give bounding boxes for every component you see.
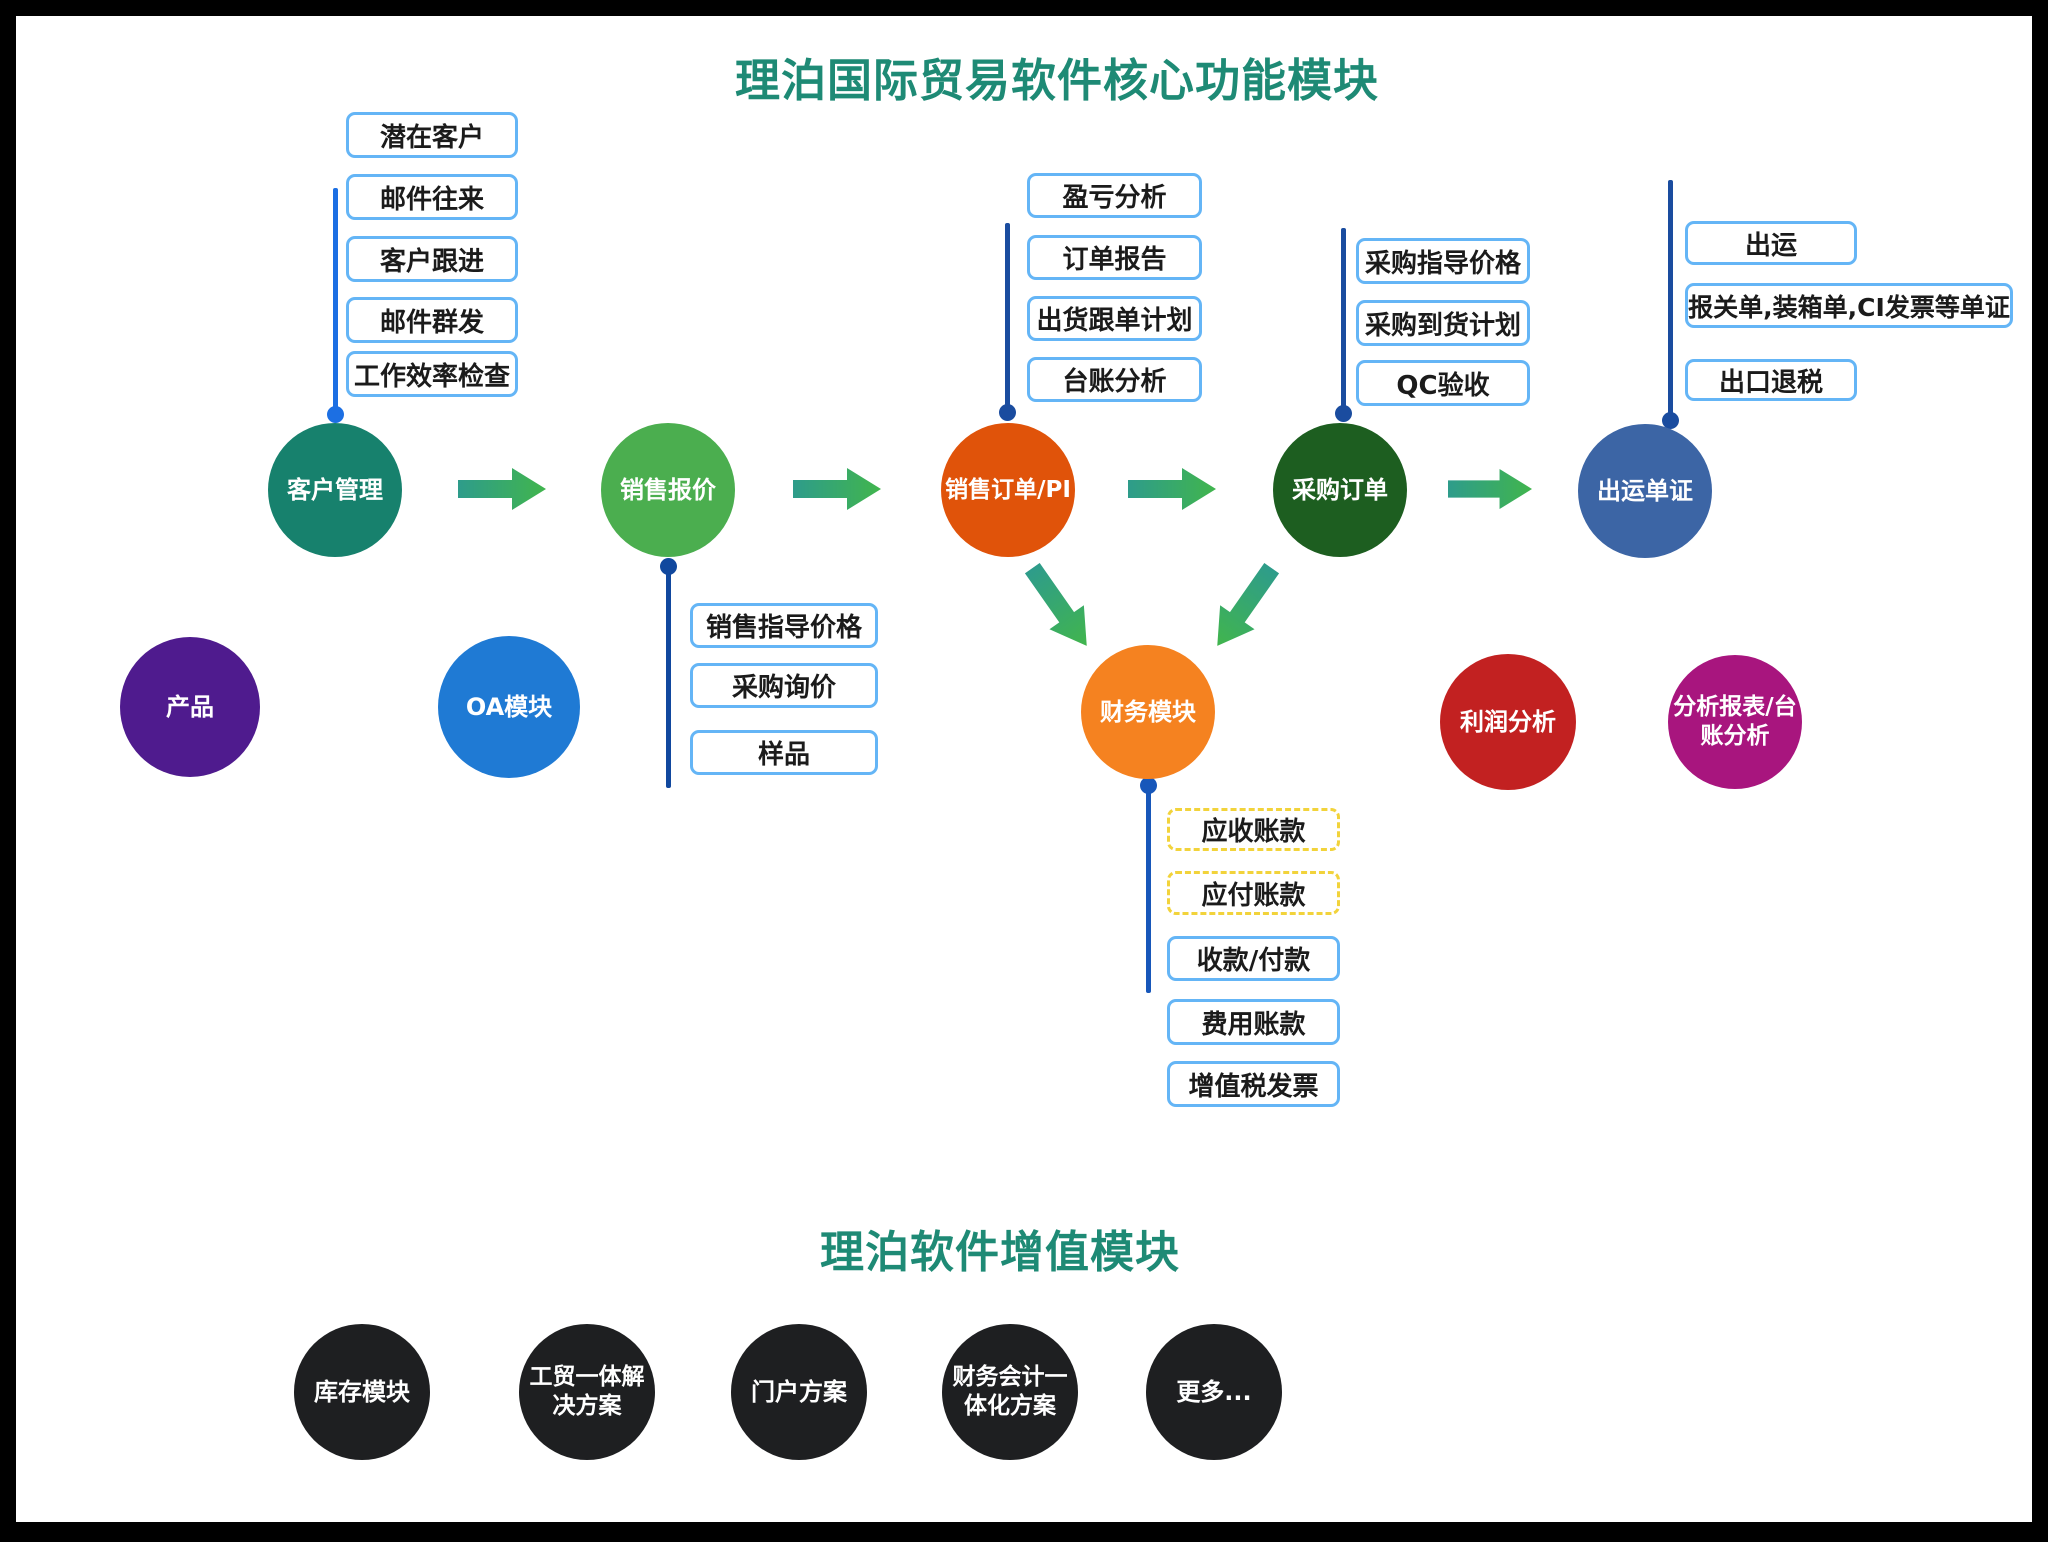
flow-arrow-icon xyxy=(458,468,546,510)
customer-item-box: 邮件往来 xyxy=(346,174,518,220)
merge-arrow-icon xyxy=(1024,562,1087,646)
node-oa-module: OA模块 xyxy=(438,636,580,778)
finance-item-box: 收款/付款 xyxy=(1167,936,1340,981)
finance-item-box: 增值税发票 xyxy=(1167,1061,1340,1107)
quote-item-box: 样品 xyxy=(690,730,878,775)
node-customer-management: 客户管理 xyxy=(268,423,402,557)
connector-line-quote xyxy=(666,567,671,788)
connector-line-shipping xyxy=(1668,180,1673,420)
purchase-item-box: QC验收 xyxy=(1356,360,1530,406)
shipping-item-box: 出口退税 xyxy=(1685,359,1857,401)
node-shipping-docs: 出运单证 xyxy=(1578,424,1712,558)
node-label: 库存模块 xyxy=(314,1378,410,1406)
connector-dot-shipping xyxy=(1662,412,1679,429)
customer-item-box: 客户跟进 xyxy=(346,236,518,282)
node-label: 销售订单/PI xyxy=(945,476,1071,503)
node-label: OA模块 xyxy=(465,693,553,721)
customer-item-box: 潜在客户 xyxy=(346,112,518,158)
connector-line-customer xyxy=(333,188,338,412)
connector-line-purchase xyxy=(1341,228,1346,413)
order-item-box: 出货跟单计划 xyxy=(1027,296,1202,341)
connector-line-finance xyxy=(1146,785,1151,993)
node-more: 更多... xyxy=(1146,1324,1282,1460)
node-sales-order: 销售订单/PI xyxy=(941,423,1075,557)
merge-arrow-icon xyxy=(1217,562,1280,646)
node-label: 采购订单 xyxy=(1292,476,1388,504)
node-finance-accounting-solution: 财务会计一体化方案 xyxy=(942,1324,1078,1460)
flow-arrow-icon xyxy=(1128,468,1216,510)
node-finance-module: 财务模块 xyxy=(1081,645,1215,779)
order-item-box: 订单报告 xyxy=(1027,235,1202,280)
node-industry-trade-solution: 工贸一体解决方案 xyxy=(519,1324,655,1460)
customer-item-box: 工作效率检查 xyxy=(346,351,518,397)
node-label: 工贸一体解决方案 xyxy=(529,1364,645,1419)
node-label: 客户管理 xyxy=(287,476,383,504)
node-label: 财务会计一体化方案 xyxy=(952,1364,1068,1419)
customer-item-box: 邮件群发 xyxy=(346,297,518,343)
connector-dot-quote xyxy=(660,558,677,575)
node-profit-analysis: 利润分析 xyxy=(1440,654,1576,790)
shipping-item-box: 出运 xyxy=(1685,221,1857,265)
node-sales-quote: 销售报价 xyxy=(601,423,735,557)
purchase-item-box: 采购指导价格 xyxy=(1356,238,1530,284)
node-label: 产品 xyxy=(166,693,214,721)
order-item-box: 盈亏分析 xyxy=(1027,173,1202,218)
node-label: 销售报价 xyxy=(620,476,716,504)
connector-dot-purchase xyxy=(1335,405,1352,422)
main-title: 理泊国际贸易软件核心功能模块 xyxy=(734,54,1379,107)
node-report-analysis: 分析报表/台账分析 xyxy=(1668,655,1802,789)
purchase-item-box: 采购到货计划 xyxy=(1356,300,1530,346)
finance-item-box: 应收账款 xyxy=(1167,808,1340,851)
connector-dot-finance xyxy=(1140,777,1157,794)
finance-item-box: 应付账款 xyxy=(1167,871,1340,915)
addon-title: 理泊软件增值模块 xyxy=(820,1227,1180,1278)
finance-item-box: 费用账款 xyxy=(1167,999,1340,1045)
node-portal-solution: 门户方案 xyxy=(731,1324,867,1460)
node-product: 产品 xyxy=(120,637,260,777)
node-label: 分析报表/台账分析 xyxy=(1673,694,1797,749)
quote-item-box: 采购询价 xyxy=(690,663,878,708)
flow-arrow-icon xyxy=(793,468,881,510)
shipping-item-box: 报关单,装箱单,CI发票等单证 xyxy=(1685,283,2013,328)
connector-dot-customer xyxy=(327,406,344,423)
connector-line-order xyxy=(1005,223,1010,412)
node-label: 出运单证 xyxy=(1597,477,1693,505)
flow-arrow-icon xyxy=(1448,468,1532,510)
order-item-box: 台账分析 xyxy=(1027,357,1202,402)
quote-item-box: 销售指导价格 xyxy=(690,603,878,648)
node-label: 利润分析 xyxy=(1460,708,1556,736)
node-label: 财务模块 xyxy=(1100,698,1196,726)
node-label: 门户方案 xyxy=(751,1378,847,1406)
node-label: 更多... xyxy=(1176,1378,1252,1406)
connector-dot-order xyxy=(999,404,1016,421)
node-inventory-module: 库存模块 xyxy=(294,1324,430,1460)
node-purchase-order: 采购订单 xyxy=(1273,423,1407,557)
